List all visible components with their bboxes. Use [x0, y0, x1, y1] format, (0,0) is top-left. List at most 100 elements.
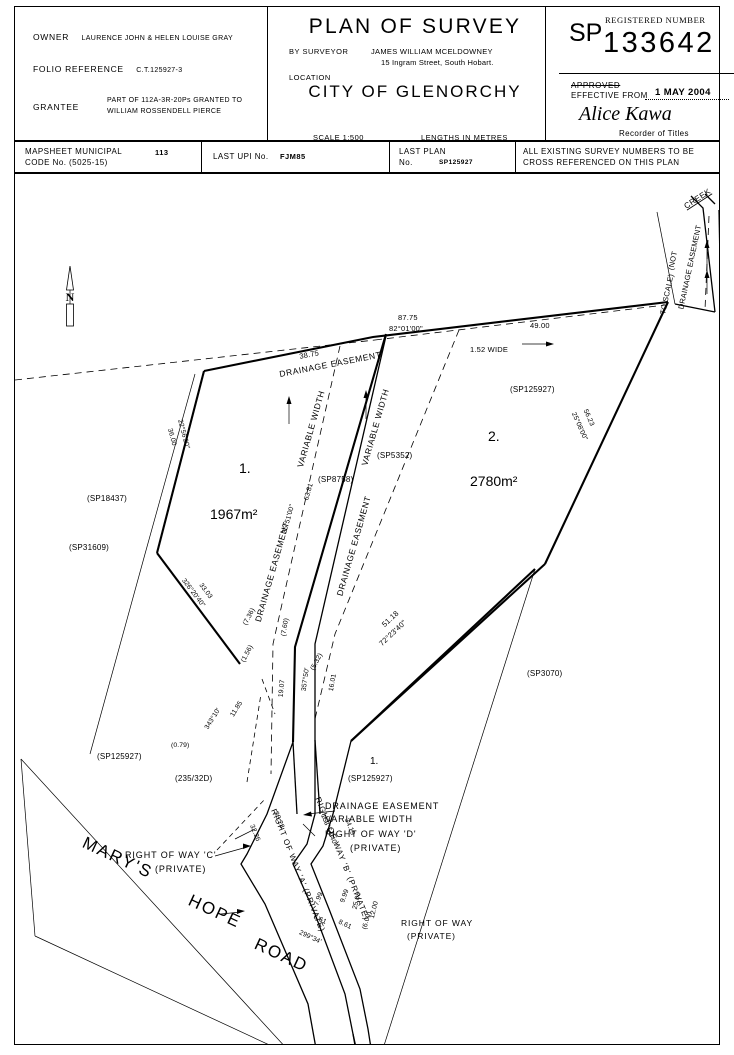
- east-boundary-dims: 56.23 25°08'00": [570, 408, 596, 442]
- dim-38-75: 38.75: [299, 348, 320, 361]
- row-d-line2: VARIABLE WIDTH: [325, 814, 413, 824]
- drainage-easement-north-dashed: [15, 339, 376, 381]
- north-arrow: [66, 265, 74, 327]
- adjoining-title-line-southwest: [20, 758, 283, 1044]
- lot2-south-boundary: [350, 568, 536, 742]
- row-c-line2: (PRIVATE): [155, 864, 206, 874]
- dim-16-01: 16.01: [328, 673, 338, 692]
- west-boundary-lot1: [155, 370, 206, 554]
- frontage-tick-2: [352, 1033, 356, 1044]
- plan-ref-sp125927-lot2: (SP125927): [510, 385, 555, 394]
- west-boundary-lot1-lower: [156, 552, 241, 665]
- surveyor-name: JAMES WILLIAM MCELDOWNEY: [371, 47, 493, 56]
- dim-11-85: 11.85: [229, 700, 244, 718]
- last-upi-label: LAST UPI No.: [213, 152, 269, 161]
- last-plan-label-line2: No.: [399, 158, 413, 167]
- lot2-south-dims: 51.18 72°23'40": [377, 609, 408, 648]
- row-bottom-line2: (PRIVATE): [407, 931, 456, 941]
- frontage-7-99-group: 7.99: [313, 891, 324, 906]
- registration-divider: [559, 73, 734, 74]
- plan-ref-sp18437: (SP18437): [87, 494, 127, 503]
- last-plan-value: SP125927: [439, 159, 473, 166]
- plan-ref-sp8758: (SP8758): [318, 475, 354, 484]
- plan-ref-235-32d: (235/32D): [175, 774, 213, 783]
- effective-date: 1 MAY 2004: [655, 87, 711, 98]
- row-corridor-west-edge: [240, 741, 316, 1044]
- lot-2-area: 2780m²: [470, 473, 518, 489]
- dim-36-00: 36.00: [166, 428, 177, 447]
- west-corner-to-road: [20, 758, 36, 937]
- row-d-line4: (PRIVATE): [350, 843, 401, 853]
- mapsheet-code: 113: [155, 148, 169, 157]
- corridor-edge-right: [314, 335, 387, 740]
- frontage-9-99: 9.99: [339, 888, 350, 903]
- frontage-7-99: 7.99: [313, 891, 324, 906]
- approved-label: APPROVED: [571, 81, 621, 90]
- drainage-easement-right-dashed: [314, 329, 460, 720]
- lot-2-number: 2.: [488, 428, 500, 444]
- mapsheet-label-line1: MAPSHEET MUNICIPAL: [25, 147, 123, 156]
- creek-detail: [656, 193, 719, 313]
- dim-16-01-group: 16.01: [328, 673, 338, 692]
- row-inner-line-2: [314, 739, 321, 815]
- lot-1-number: 1.: [239, 460, 251, 476]
- by-surveyor-label: BY SURVEYOR: [289, 47, 349, 56]
- width-arrow-1-52: [522, 341, 554, 347]
- frontage-25-08: 25.08': [352, 890, 363, 910]
- dim-11-85-group: 11.85: [229, 700, 244, 718]
- label-variable-width-left: VARIABLE WIDTH: [295, 389, 327, 468]
- road-name-word-2: HOPE: [185, 891, 244, 932]
- owner-label: OWNER: [33, 32, 70, 42]
- dim-7-60: (7.60): [280, 618, 290, 637]
- bearing-343-10-group: 343°10': [203, 706, 222, 730]
- bearing-357-50: 357°50': [300, 667, 311, 692]
- plan-ref-sp5352: (SP5352): [377, 451, 413, 460]
- tie-8-61: 8.61: [337, 919, 352, 931]
- dim-1-56-arrow: [234, 828, 256, 840]
- dim-19-07-group: 19.07: [278, 679, 287, 697]
- last-upi-value: FJM85: [280, 152, 306, 161]
- row-c-arrow: [214, 843, 251, 857]
- cross-ref-line2: CROSS REFERENCED ON THIS PLAN: [523, 158, 680, 167]
- dim-32-26: 32.26: [248, 824, 261, 843]
- dim-56-23: 56.23: [582, 408, 596, 427]
- last-plan-label-line1: LAST PLAN: [399, 147, 447, 156]
- dash-tick-1: [261, 678, 276, 715]
- dim-6-00: (6.00): [361, 911, 373, 931]
- row-d-line3: RIGHT OF WAY 'D': [325, 829, 417, 839]
- date-underline: [645, 99, 729, 100]
- row-corridor-mid-edge: [292, 740, 356, 1044]
- grantee-row: GRANTEE PART OF 112A-3R-20Ps GRANTED TO …: [33, 97, 242, 115]
- drainage-easement-northeast-dashed: [374, 304, 666, 341]
- bearing-343-10: 343°10': [203, 706, 222, 730]
- frontage-9-99-group: 9.99: [339, 888, 350, 903]
- adjoining-title-line-southeast: [384, 568, 536, 1044]
- dim-5-32: (5.32): [309, 652, 324, 671]
- creek-drainage-easement-label: DRAINAGE EASEMENT: [676, 224, 703, 310]
- label-drainage-easement-right: DRAINAGE EASEMENT: [335, 495, 373, 597]
- dim-5-32-group: (5.32): [309, 652, 324, 671]
- plan-title: PLAN OF SURVEY: [308, 15, 522, 38]
- bearing-82-01-00: 82°01'00": [389, 324, 423, 333]
- dim-7-60-group: (7.60): [280, 618, 290, 637]
- variable-width-arrow-left: [286, 396, 292, 424]
- dim-63-81: 63.81: [303, 482, 315, 501]
- creek-not-label: (NOT: [666, 250, 679, 271]
- survey-diagram: N: [15, 187, 719, 1044]
- plan-ref-sp3070: (SP3070): [527, 669, 563, 678]
- creek-label: CREEK: [682, 187, 712, 211]
- effective-from-label: EFFECTIVE FROM: [571, 91, 648, 100]
- row-c-line1: RIGHT OF WAY 'C': [125, 850, 217, 860]
- lot-1-area: 1967m²: [210, 506, 258, 522]
- row-corridor-east-edge: [310, 740, 371, 1044]
- creek-label-group: CREEK: [682, 187, 712, 211]
- adjoining-lot-ref: (SP125927): [348, 774, 393, 783]
- cross-ref-line1: ALL EXISTING SURVEY NUMBERS TO BE: [523, 147, 695, 156]
- grantee-value-line2: WILLIAM ROSSENDELL PIERCE: [107, 108, 222, 115]
- folio-row: FOLIO REFERENCE C.T.125927-3: [33, 59, 182, 77]
- recorder-signature: Alice Kawa: [579, 103, 672, 125]
- surveyor-address: 15 Ingram Street, South Hobart.: [381, 58, 494, 67]
- bearing-25-51-00: 25°51'00": [280, 503, 296, 535]
- location-label: LOCATION: [289, 73, 331, 82]
- plan-ref-sp125927-sw: (SP125927): [97, 752, 142, 761]
